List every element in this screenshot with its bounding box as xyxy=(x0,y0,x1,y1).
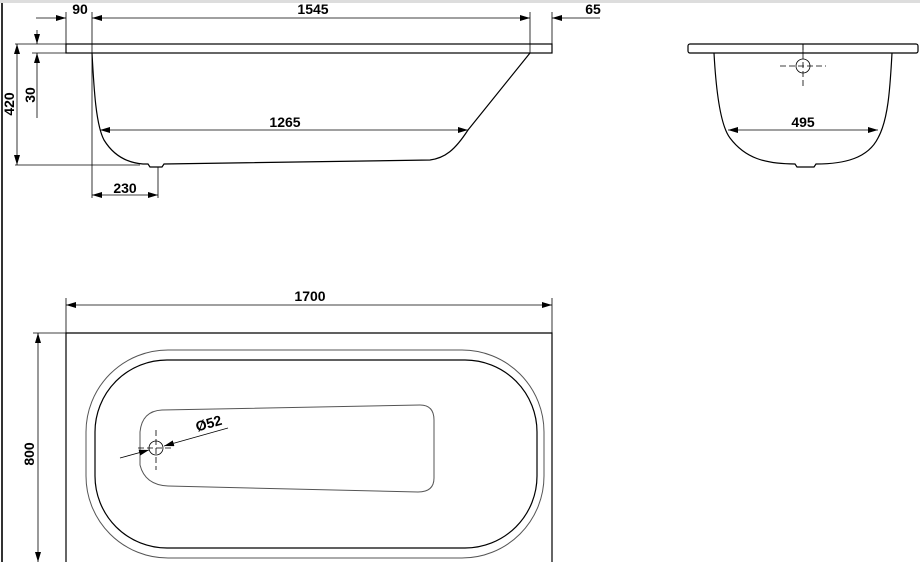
top-bowl-inner-edge xyxy=(94,359,538,549)
top-floor-outline xyxy=(139,404,435,493)
end-tub-body xyxy=(713,52,893,168)
end-overflow-icon xyxy=(780,44,826,89)
side-tub-body xyxy=(91,52,531,168)
dim-total-length: 1700 xyxy=(294,288,325,304)
dim-inner-length-top: 1545 xyxy=(297,1,328,17)
side-dimension-lines xyxy=(14,15,600,198)
end-view: 495 xyxy=(687,43,919,168)
frame-top xyxy=(0,0,920,3)
dim-total-height: 420 xyxy=(1,92,17,116)
dim-drain-diameter: Ø52 xyxy=(194,412,224,435)
dim-floor-length: 1265 xyxy=(269,114,300,130)
drain-icon xyxy=(138,430,174,470)
dim-rim-overhang-left: 90 xyxy=(72,1,88,17)
dim-floor-width: 495 xyxy=(791,114,815,130)
drain-dim-arrow-left xyxy=(119,449,150,459)
side-extension-lines xyxy=(15,12,553,198)
dim-rim-overhang-right: 65 xyxy=(585,1,601,17)
dim-total-width: 800 xyxy=(21,442,37,466)
drain-dim-arrow-right xyxy=(163,427,229,447)
side-view: 90 1545 65 1265 230 420 30 xyxy=(1,1,601,198)
top-outer-rim xyxy=(65,332,553,562)
dim-rim-thickness: 30 xyxy=(22,87,38,103)
top-bowl-outer-edge xyxy=(85,349,545,559)
dim-drain-offset: 230 xyxy=(113,180,137,196)
side-rim xyxy=(65,43,553,54)
top-view: Ø52 1700 800 xyxy=(21,288,553,562)
